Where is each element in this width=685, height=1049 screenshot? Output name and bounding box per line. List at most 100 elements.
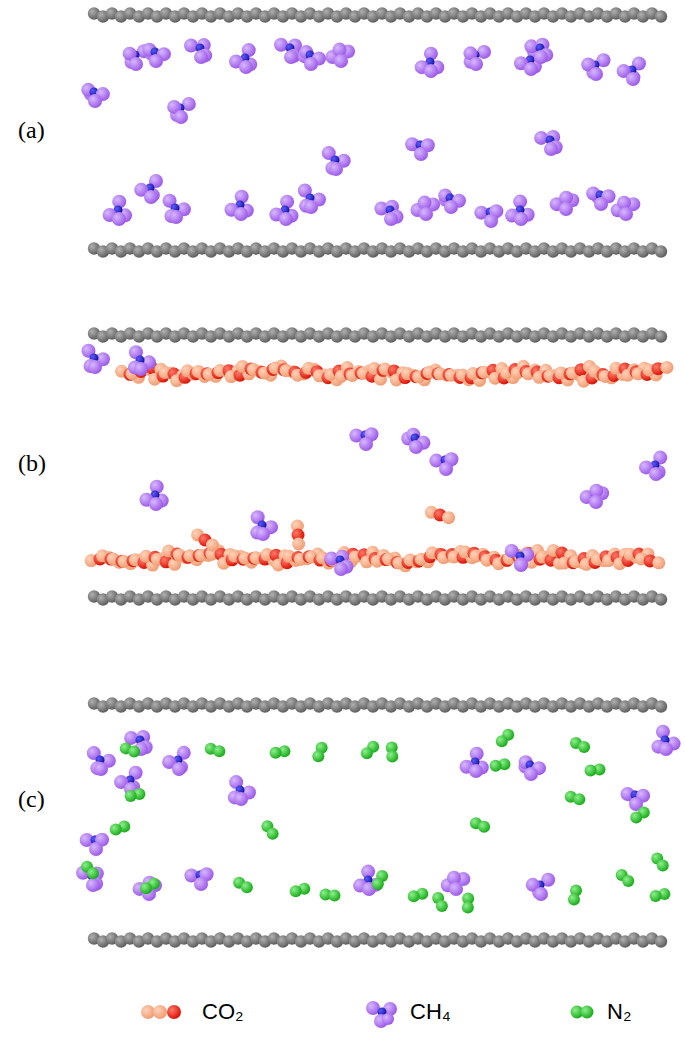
methane-molecule (229, 43, 257, 74)
atom (88, 360, 102, 374)
methane-molecule (128, 345, 156, 376)
n2-molecule (630, 807, 650, 824)
methane-molecule (463, 45, 491, 71)
atom (660, 361, 673, 374)
methane-molecule (438, 188, 466, 214)
graphene-sheet (88, 932, 667, 947)
n2-molecule (462, 893, 474, 914)
methane-molecule (134, 174, 163, 204)
atom (585, 765, 597, 777)
atom (568, 893, 580, 905)
methane-molecule (534, 130, 563, 156)
atom (657, 860, 669, 872)
atom (439, 462, 453, 476)
atom (334, 562, 348, 576)
methane-molecule (405, 137, 435, 161)
atom (626, 72, 640, 86)
methane-molecule (274, 38, 302, 64)
atom (524, 767, 538, 781)
atom (206, 539, 219, 552)
atom (478, 821, 490, 833)
atom (169, 210, 183, 224)
co2-molecule (635, 552, 666, 569)
atom (655, 593, 667, 605)
atom (153, 1005, 167, 1019)
n2-molecule (270, 745, 291, 759)
n2-molecule (470, 817, 490, 833)
atom (234, 792, 248, 806)
methane-molecule (474, 204, 503, 228)
methane-molecule (324, 550, 353, 576)
atom (408, 890, 420, 902)
methane-molecule (374, 200, 403, 226)
atom (149, 497, 163, 511)
methane-molecule (429, 452, 458, 476)
methane-molecule (228, 775, 256, 806)
atom (292, 537, 305, 550)
n2-molecule (140, 878, 160, 894)
molecules (76, 38, 681, 914)
atom (514, 557, 528, 571)
atom (149, 54, 163, 68)
atom (490, 760, 502, 772)
methane-molecule (550, 191, 580, 216)
n2-molecule (568, 885, 582, 906)
atom (419, 207, 433, 221)
n2-molecule (205, 743, 226, 758)
atom (125, 790, 137, 802)
atom (290, 885, 302, 897)
graphene-sheet (88, 242, 667, 257)
atom (444, 200, 458, 214)
atom (304, 57, 318, 71)
atom (241, 881, 253, 893)
atom (94, 762, 108, 776)
atom (213, 745, 225, 757)
atom (361, 747, 373, 759)
atom (650, 890, 662, 902)
co2-molecule (191, 528, 219, 551)
methane-molecule (518, 755, 546, 781)
n2-molecule (570, 737, 590, 753)
graphene-sheet (88, 7, 667, 22)
atom (284, 50, 298, 64)
n2-molecule (120, 742, 140, 757)
atom (167, 1005, 181, 1019)
methane-molecule (526, 873, 555, 901)
atom (655, 330, 667, 342)
methane-molecule (410, 196, 440, 221)
legend-label: N₂ (607, 999, 631, 1025)
methane-molecule (651, 725, 680, 756)
atom (534, 887, 548, 901)
graphene-sheet (88, 697, 667, 712)
graphene-sheets (88, 7, 667, 947)
atom (384, 212, 398, 226)
n2-molecule (110, 820, 130, 835)
atom (622, 875, 634, 887)
methane-molecule (184, 867, 213, 891)
atom (655, 245, 667, 257)
atom (462, 901, 474, 913)
n2-molecule (233, 877, 253, 894)
methane-molecule (139, 480, 168, 511)
atom (270, 747, 282, 759)
atom (524, 62, 538, 76)
methane-molecule (163, 194, 191, 224)
atom (279, 212, 293, 226)
atom (655, 935, 667, 947)
atom (194, 50, 208, 64)
panel-label: (a) (18, 117, 45, 144)
methane-molecule (142, 43, 171, 68)
n2-molecule (290, 883, 311, 898)
atom (144, 190, 158, 204)
atom (239, 60, 253, 74)
atom (267, 828, 279, 840)
atom (141, 1005, 155, 1019)
atom (544, 142, 558, 156)
co2-molecule (291, 520, 305, 551)
panel-label: (c) (18, 786, 45, 813)
methane-molecule (401, 428, 430, 454)
atom (589, 495, 603, 509)
n2-molecule (490, 758, 511, 772)
methane-molecule (81, 344, 109, 374)
atom (372, 878, 384, 890)
